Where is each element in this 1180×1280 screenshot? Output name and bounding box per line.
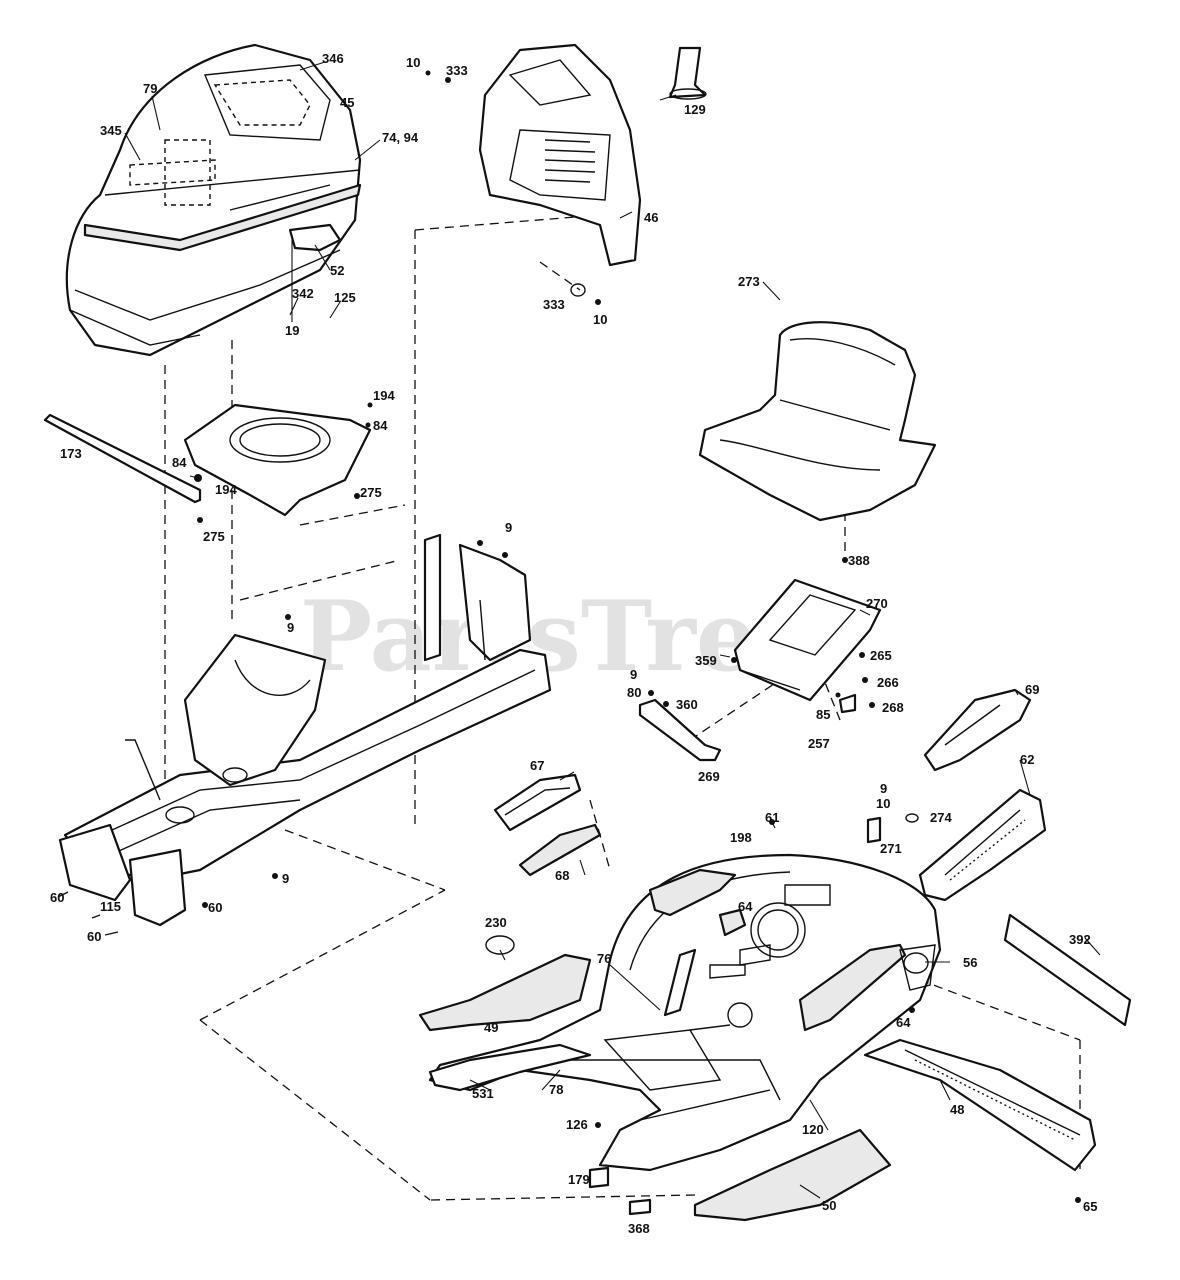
trim-panels-left bbox=[493, 773, 602, 877]
callout-9e: 9 bbox=[282, 871, 289, 886]
callout-60b: 60 bbox=[208, 900, 222, 915]
seat-bracket bbox=[638, 698, 722, 762]
callout-275a: 275 bbox=[360, 485, 382, 500]
hood-hinge-plate bbox=[183, 403, 372, 517]
callout-49: 49 bbox=[484, 1020, 498, 1035]
callout-274: 274 bbox=[930, 810, 952, 825]
footrest-left bbox=[428, 1043, 592, 1092]
callout-74-94: 74, 94 bbox=[382, 130, 419, 145]
callout-531: 531 bbox=[472, 1086, 494, 1101]
callout-173: 173 bbox=[60, 446, 82, 461]
floor-mat-right bbox=[693, 1128, 892, 1222]
callout-129: 129 bbox=[684, 102, 706, 117]
callout-78: 78 bbox=[549, 1082, 563, 1097]
callout-270: 270 bbox=[866, 596, 888, 611]
callout-labels: 346 79 45 345 74, 94 52 19 10 333 129 46… bbox=[50, 51, 1097, 1236]
callout-56: 56 bbox=[963, 955, 977, 970]
callout-69: 69 bbox=[1025, 682, 1039, 697]
callout-50: 50 bbox=[822, 1198, 836, 1213]
dash-panel bbox=[478, 43, 642, 267]
callout-9d: 9 bbox=[880, 781, 887, 796]
callout-194b: 194 bbox=[215, 482, 237, 497]
fender-trim-right bbox=[923, 688, 1032, 772]
seat-pan bbox=[733, 578, 882, 702]
body-footrest bbox=[428, 853, 942, 1172]
callout-52: 52 bbox=[330, 263, 344, 278]
callout-68: 68 bbox=[555, 868, 569, 883]
callout-61: 61 bbox=[765, 810, 779, 825]
callout-10b: 10 bbox=[593, 312, 607, 327]
decal-strip bbox=[1003, 913, 1132, 1027]
callout-359: 359 bbox=[695, 653, 717, 668]
callout-179: 179 bbox=[568, 1172, 590, 1187]
callout-48: 48 bbox=[950, 1102, 964, 1117]
callout-345: 345 bbox=[100, 123, 122, 138]
callout-9b: 9 bbox=[287, 620, 294, 635]
hood-assembly bbox=[65, 43, 362, 357]
callout-115: 115 bbox=[100, 899, 121, 914]
callout-65: 65 bbox=[1083, 1199, 1097, 1214]
callout-126: 126 bbox=[566, 1117, 588, 1132]
callout-230: 230 bbox=[485, 915, 507, 930]
callout-271: 271 bbox=[880, 841, 902, 856]
callout-120: 120 bbox=[802, 1122, 824, 1137]
callout-85: 85 bbox=[816, 707, 830, 722]
callout-64a: 64 bbox=[738, 899, 753, 914]
callout-60a: 60 bbox=[50, 890, 64, 905]
side-step-right bbox=[863, 1038, 1097, 1172]
callout-265: 265 bbox=[870, 648, 892, 663]
callout-342: 342 bbox=[292, 286, 314, 301]
callout-269: 269 bbox=[698, 769, 720, 784]
lower-hardware bbox=[57, 540, 1081, 1216]
callout-198: 198 bbox=[730, 830, 752, 845]
callout-79: 79 bbox=[143, 81, 157, 96]
callout-46: 46 bbox=[644, 210, 658, 225]
steering-boot bbox=[668, 46, 707, 100]
callout-266: 266 bbox=[877, 675, 899, 690]
dash-hardware bbox=[425, 70, 601, 305]
callout-125: 125 bbox=[334, 290, 356, 305]
seat bbox=[698, 321, 937, 522]
chassis-frame bbox=[58, 533, 552, 927]
callout-60c: 60 bbox=[87, 929, 101, 944]
callout-194a: 194 bbox=[373, 388, 395, 403]
callout-45a: 45 bbox=[340, 95, 354, 110]
fender-right bbox=[918, 788, 1047, 902]
callout-346: 346 bbox=[322, 51, 344, 66]
callout-84b: 84 bbox=[172, 455, 187, 470]
callout-333a: 333 bbox=[446, 63, 468, 78]
callout-leaders bbox=[124, 61, 1101, 1199]
callout-80: 80 bbox=[627, 685, 641, 700]
callout-76: 76 bbox=[597, 951, 611, 966]
callout-62: 62 bbox=[1020, 752, 1034, 767]
callout-10a: 10 bbox=[406, 55, 420, 70]
callout-368: 368 bbox=[628, 1221, 650, 1236]
callout-268: 268 bbox=[882, 700, 904, 715]
callout-360: 360 bbox=[676, 697, 698, 712]
callout-257: 257 bbox=[808, 736, 830, 751]
callout-10c: 10 bbox=[876, 796, 890, 811]
callout-275b: 275 bbox=[203, 529, 225, 544]
callout-273: 273 bbox=[738, 274, 760, 289]
callout-388: 388 bbox=[848, 553, 870, 568]
callout-392: 392 bbox=[1069, 932, 1091, 947]
callout-9c: 9 bbox=[630, 667, 637, 682]
callout-84a: 84 bbox=[373, 418, 388, 433]
watermark: PartsTree bbox=[300, 580, 818, 693]
callout-64b: 64 bbox=[896, 1015, 911, 1030]
callout-333b: 333 bbox=[543, 297, 565, 312]
floor-mat-left bbox=[418, 953, 592, 1032]
callout-67: 67 bbox=[530, 758, 544, 773]
callout-9a: 9 bbox=[505, 520, 512, 535]
callout-19: 19 bbox=[285, 323, 299, 338]
